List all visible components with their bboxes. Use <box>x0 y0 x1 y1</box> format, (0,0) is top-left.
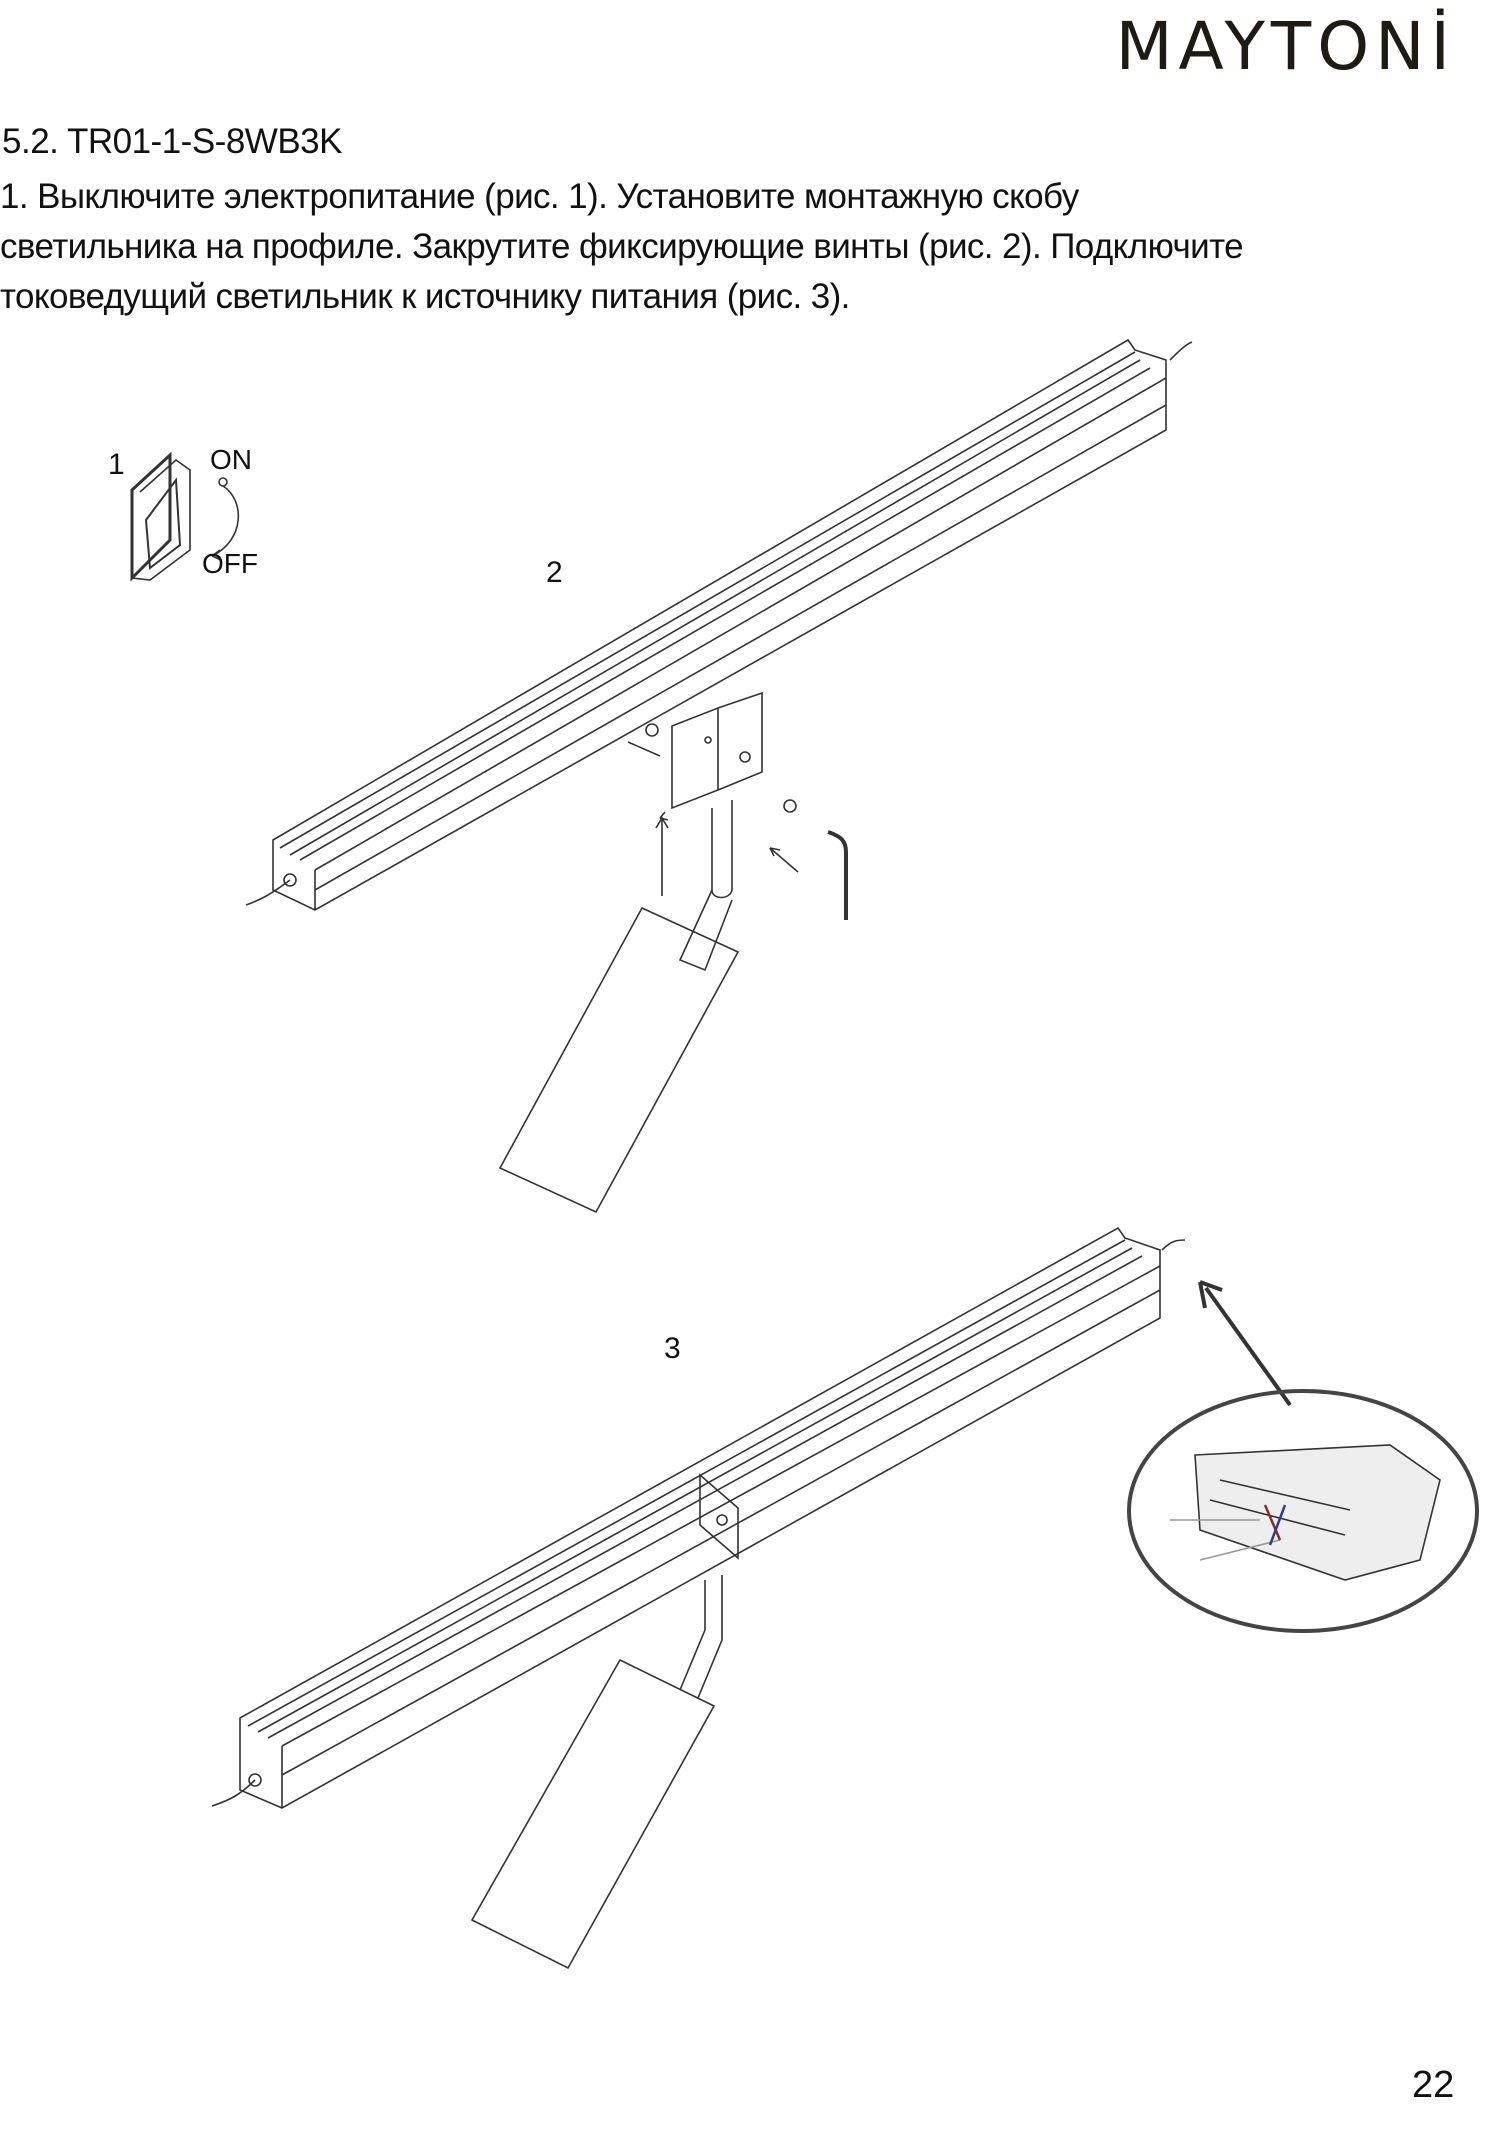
power-switch-icon <box>130 451 240 582</box>
figure-2-number: 2 <box>546 556 563 589</box>
luminaire-body-fig3 <box>470 1658 716 1970</box>
page-number: 22 <box>1412 2064 1455 2106</box>
instruction-line: токоведущий светильник к источнику питан… <box>0 277 850 316</box>
instruction-line: светильника на профиле. Закрутите фиксир… <box>0 227 1244 266</box>
mounting-bracket <box>671 691 763 972</box>
switch-on-label: ON <box>210 444 252 475</box>
profile-rail-fig2 <box>245 338 1193 911</box>
power-supply-detail <box>1127 1280 1479 1633</box>
brand-logo: MAYTONİ <box>1115 8 1456 85</box>
luminaire-body-fig2 <box>498 906 740 1214</box>
screws-and-arrows <box>627 723 848 920</box>
figure-3-number: 3 <box>664 1332 681 1365</box>
section-heading: 5.2. TR01-1-S-8WB3K <box>2 122 343 161</box>
switch-off-label: OFF <box>202 548 258 579</box>
profile-rail-fig3 <box>211 1226 1186 1809</box>
figure-1-number: 1 <box>108 448 125 481</box>
instruction-line: 1. Выключите электропитание (рис. 1). Ус… <box>0 177 1079 216</box>
instructions-paragraph: 1. Выключите электропитание (рис. 1). Ус… <box>0 172 1480 322</box>
